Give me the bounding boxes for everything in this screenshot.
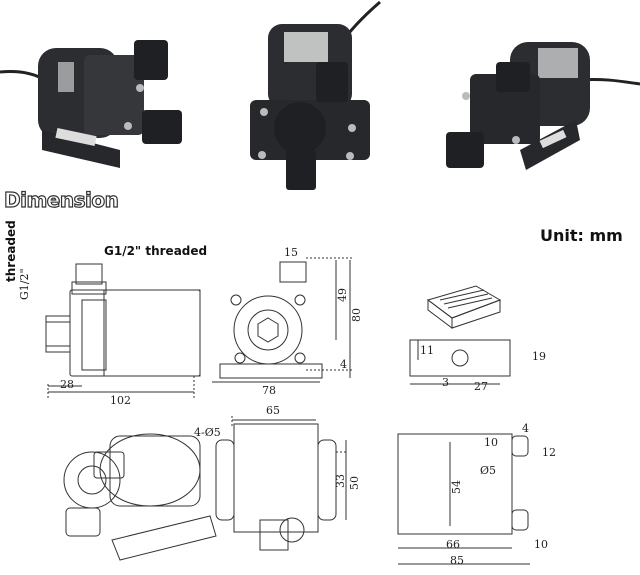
pump-photo-angle <box>446 42 640 170</box>
dim-54: 54 <box>450 480 463 494</box>
dim-dia-5: Ø5 <box>480 464 497 477</box>
dim-19: 19 <box>532 350 546 363</box>
dim-10-bracket: 10 <box>484 436 498 449</box>
bracket-views <box>409 285 511 385</box>
dim-80: 80 <box>350 308 363 322</box>
dim-3: 3 <box>442 376 449 389</box>
dim-65: 65 <box>266 404 280 417</box>
dim-78: 78 <box>262 384 276 397</box>
dim-49: 49 <box>336 288 349 302</box>
pump-photo-front <box>250 0 381 190</box>
thread-label-top: G1/2" threaded <box>104 244 208 258</box>
dim-12: 12 <box>542 446 556 459</box>
iso-outline <box>63 433 217 561</box>
dim-15: 15 <box>284 246 298 259</box>
dim-4-dia-5: 4-Ø5 <box>194 426 221 439</box>
dim-102: 102 <box>110 394 131 407</box>
dim-28: 28 <box>60 378 74 391</box>
dim-4-bracket: 4 <box>522 422 529 435</box>
dim-10-bottom: 10 <box>534 538 548 551</box>
thread-label-vertical: threaded <box>4 220 18 282</box>
back-view <box>215 416 348 551</box>
dim-66: 66 <box>446 538 460 551</box>
front-view <box>212 257 354 383</box>
dimension-title: Dimension <box>3 187 119 212</box>
dim-33: 33 <box>334 474 347 488</box>
pump-photo-side <box>0 40 182 168</box>
bracket-plan <box>397 433 530 565</box>
dim-27: 27 <box>474 380 488 393</box>
unit-label: Unit: mm <box>540 226 623 245</box>
dim-85: 85 <box>450 554 464 567</box>
dim-4-front: 4 <box>340 358 347 371</box>
thread-prefix-vertical: G1/2" <box>18 268 31 300</box>
side-view <box>45 263 201 398</box>
dim-11: 11 <box>420 344 434 357</box>
dim-50: 50 <box>348 476 361 490</box>
